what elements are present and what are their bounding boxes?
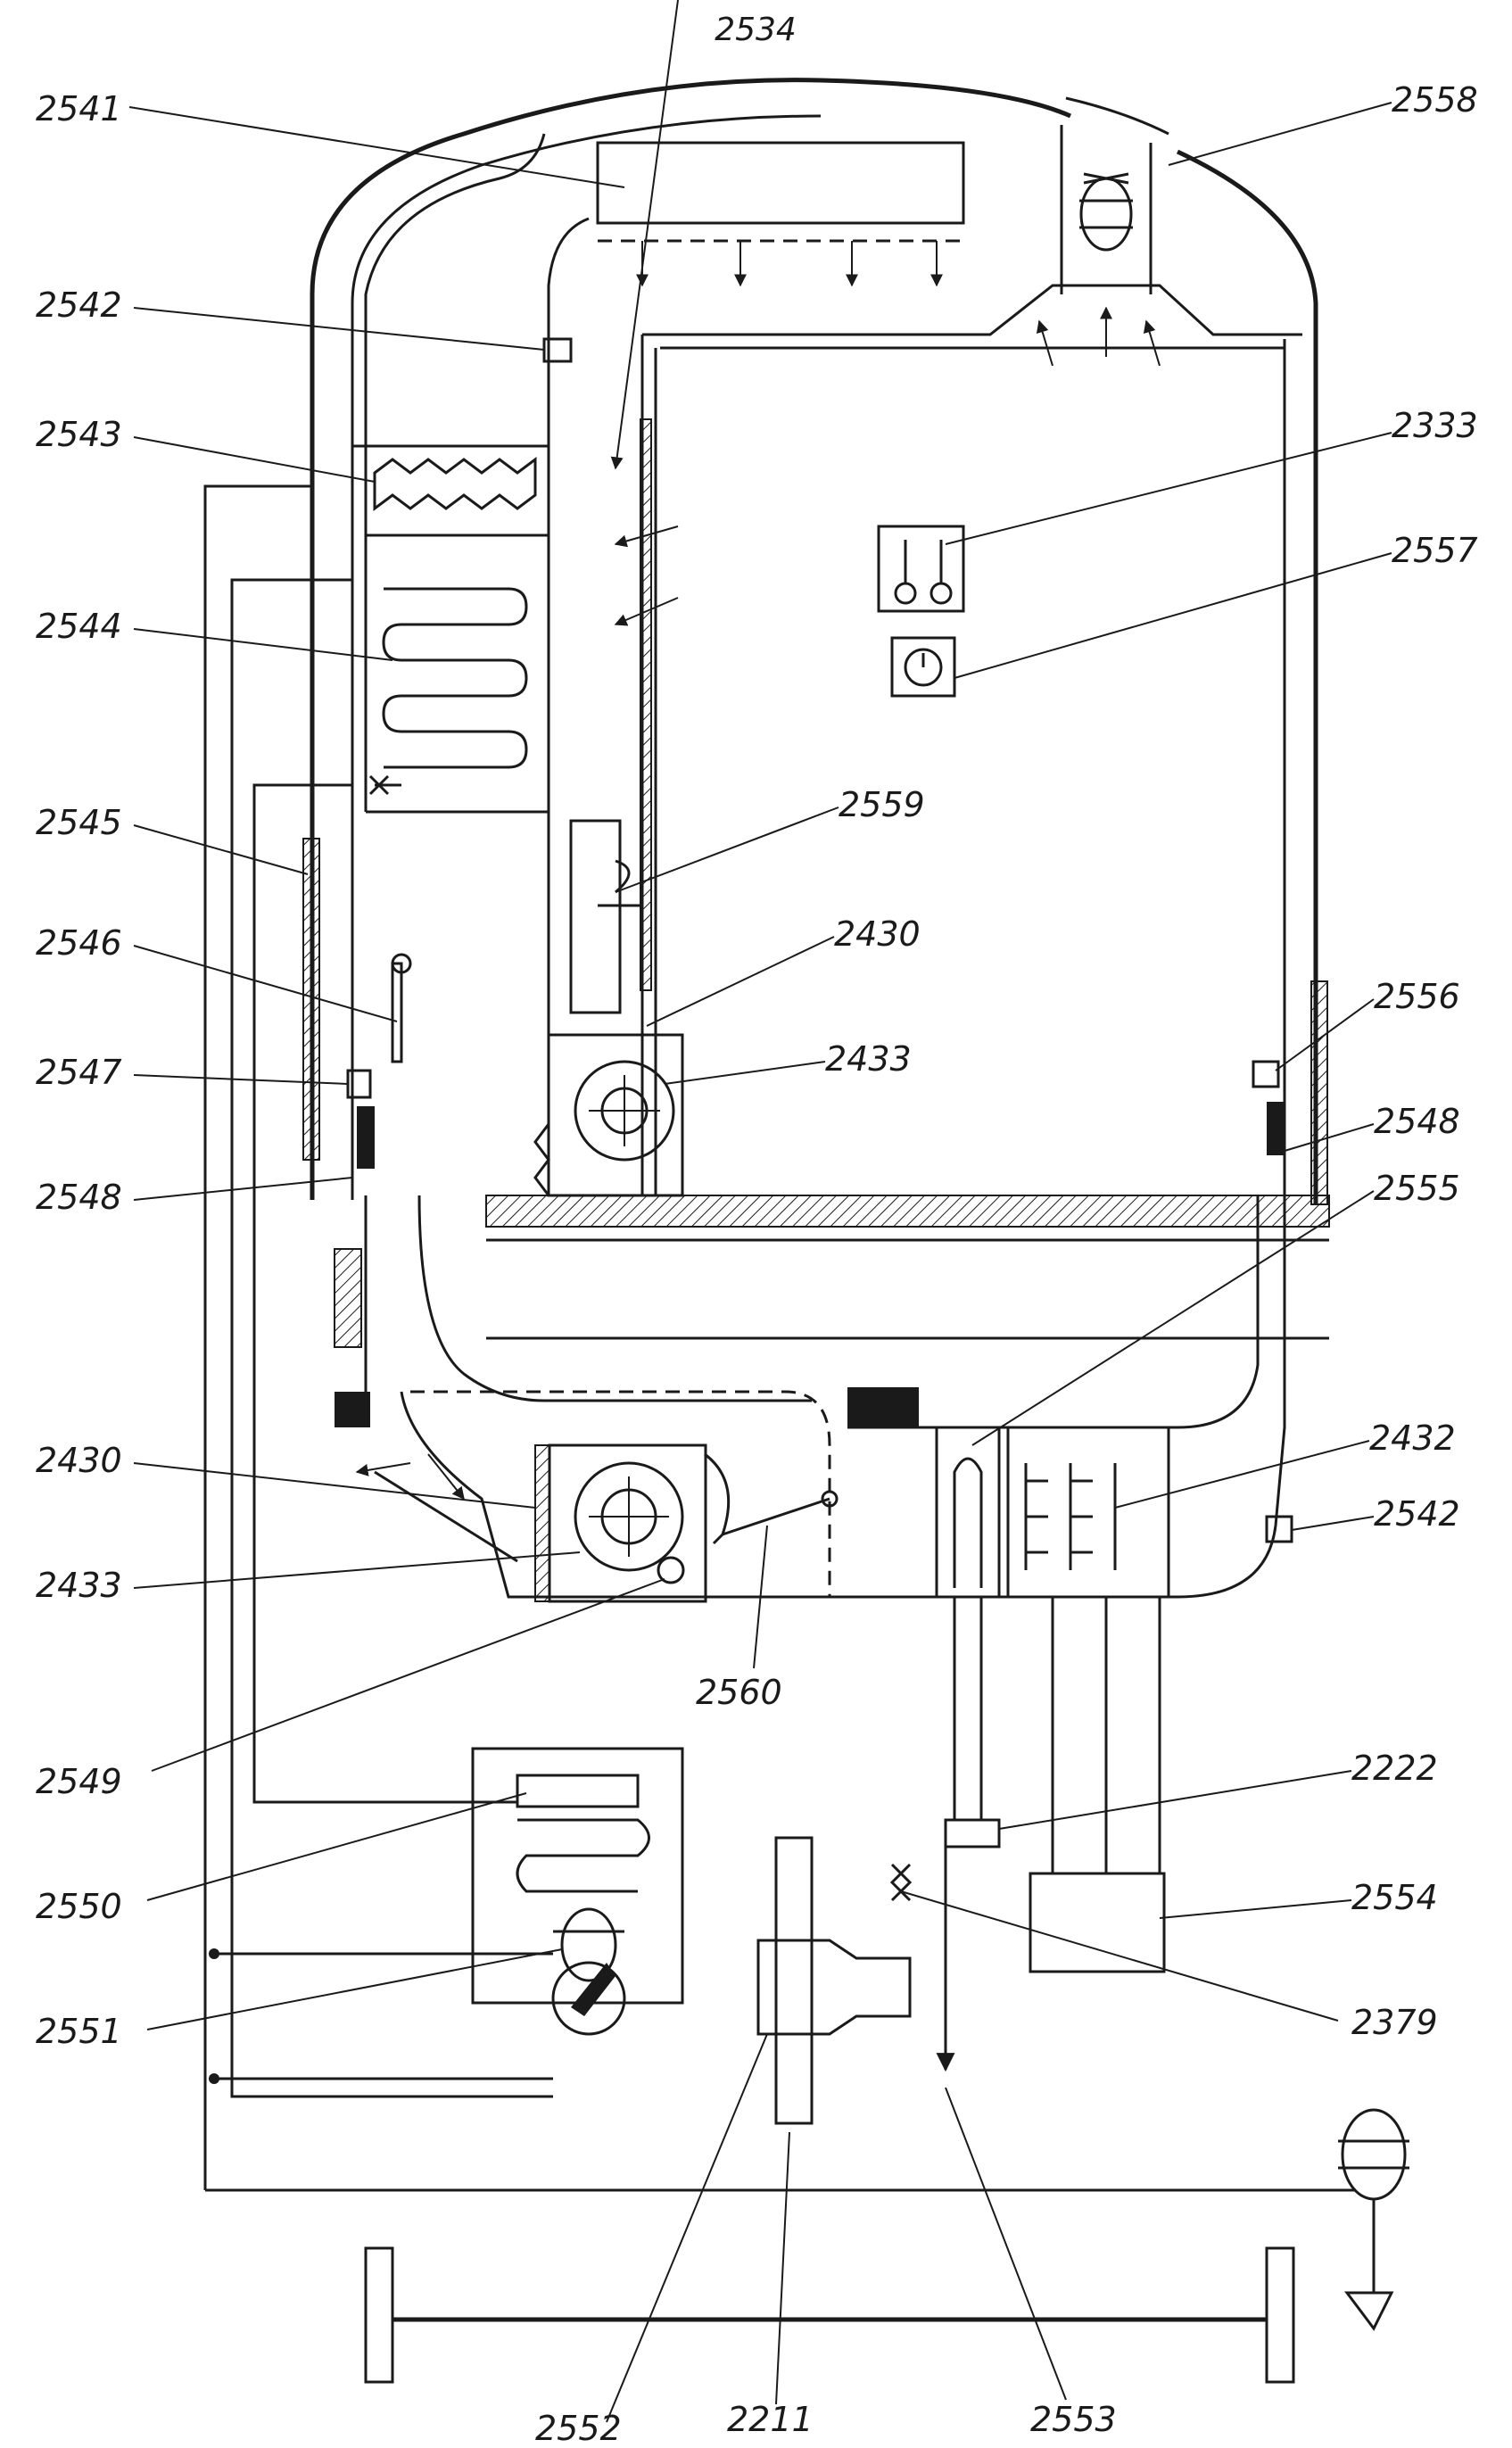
bogie-axle: [205, 2108, 1409, 2384]
callout-2433-bottom: 2433: [36, 1551, 581, 1605]
svg-text:2554: 2554: [1351, 1878, 1438, 1917]
callout-2432: 2432: [1114, 1418, 1456, 1509]
floor-structure: [334, 1195, 1330, 1427]
lower-fan-unit: [534, 1443, 839, 1603]
cabin-thermostat: [890, 636, 956, 698]
cabin-thermometers: [877, 525, 965, 613]
callout-2559: 2559: [615, 785, 925, 893]
svg-text:2544: 2544: [36, 607, 122, 646]
svg-text:2379: 2379: [1351, 2003, 1438, 2042]
cabin-interior: [610, 0, 1302, 1195]
figure-number: 2534: [715, 12, 797, 48]
callout-2379: 2379: [900, 1890, 1438, 2042]
callout-2433-top: 2433: [664, 1039, 912, 1085]
svg-text:2556: 2556: [1374, 977, 1460, 1016]
ceiling-air-distributor: [596, 141, 965, 287]
svg-text:2551: 2551: [36, 2012, 122, 2051]
callout-2556: 2556: [1275, 977, 1460, 1071]
callout-2543: 2543: [36, 415, 376, 483]
callout-2549: 2549: [36, 1578, 665, 1801]
callout-2547: 2547: [36, 1053, 349, 1092]
callout-2555: 2555: [971, 1169, 1460, 1446]
callout-2551: 2551: [36, 1948, 563, 2051]
svg-text:2433: 2433: [36, 1566, 122, 1605]
car-body-shell: [302, 78, 1328, 1205]
refrigeration-valves: [889, 1597, 1166, 2072]
callout-2548-right: 2548: [1284, 1102, 1460, 1152]
svg-text:2545: 2545: [36, 803, 122, 842]
brake-cylinder: [756, 1836, 912, 2125]
svg-text:2548: 2548: [1374, 1102, 1460, 1141]
callout-2558: 2558: [1168, 80, 1478, 166]
callout-2542-bottom: 2542: [1291, 1494, 1460, 1534]
svg-text:2546: 2546: [36, 923, 122, 963]
callout-2542-top: 2542: [36, 285, 545, 351]
callout-2545: 2545: [36, 803, 309, 875]
wiring: [203, 484, 553, 2190]
lower-air-duct: [355, 1195, 1286, 1599]
callout-2544: 2544: [36, 607, 393, 661]
svg-text:2222: 2222: [1351, 1749, 1438, 1788]
callout-2560: 2560: [696, 1525, 782, 1712]
svg-text:2559: 2559: [839, 785, 925, 824]
svg-text:2550: 2550: [36, 1887, 122, 1926]
svg-text:2430: 2430: [36, 1441, 122, 1480]
svg-text:2552: 2552: [535, 2409, 622, 2444]
svg-text:2555: 2555: [1374, 1169, 1460, 1208]
callout-2557: 2557: [954, 531, 1478, 679]
roof-ventilator: [1060, 125, 1153, 294]
svg-text:2430: 2430: [834, 914, 921, 954]
lower-heater-bank: [935, 1426, 1170, 1599]
svg-text:2548: 2548: [36, 1178, 122, 1217]
svg-text:2543: 2543: [36, 415, 122, 454]
svg-text:2558: 2558: [1392, 80, 1478, 120]
upper-fan-unit: [533, 1033, 684, 1197]
svg-text:2549: 2549: [36, 1762, 122, 1801]
underframe-equipment: [471, 1747, 684, 2036]
callout-2541: 2541: [36, 89, 625, 188]
callout-2211: 2211: [727, 2131, 814, 2439]
callout-2546: 2546: [36, 923, 398, 1022]
callout-2553: 2553: [945, 2087, 1117, 2439]
svg-text:2432: 2432: [1369, 1418, 1456, 1458]
svg-text:2547: 2547: [36, 1053, 122, 1092]
left-air-channel: [352, 133, 590, 1035]
small-components: [346, 337, 1293, 1543]
wall-heater: [569, 819, 642, 1014]
callout-2333: 2333: [945, 406, 1478, 545]
svg-text:2553: 2553: [1030, 2400, 1117, 2439]
svg-text:2211: 2211: [727, 2400, 814, 2439]
callout-2552: 2552: [535, 2033, 768, 2448]
svg-text:2542: 2542: [1374, 1494, 1460, 1534]
callout-2550: 2550: [36, 1792, 527, 1926]
callout-2554: 2554: [1159, 1878, 1438, 1919]
svg-text:2541: 2541: [36, 89, 122, 128]
svg-text:2560: 2560: [696, 1673, 782, 1712]
callout-2430-top: 2430: [646, 914, 921, 1027]
callout-2222: 2222: [998, 1749, 1438, 1830]
svg-text:2542: 2542: [36, 285, 122, 325]
svg-text:2433: 2433: [825, 1039, 912, 1079]
callouts: 2541 2558 2542 2543 2333 2557 2544 2559 …: [36, 80, 1478, 2448]
svg-text:2557: 2557: [1392, 531, 1478, 570]
callout-2430-bottom: 2430: [36, 1441, 536, 1509]
svg-text:2333: 2333: [1392, 406, 1478, 445]
callout-2548-left: 2548: [36, 1177, 353, 1217]
